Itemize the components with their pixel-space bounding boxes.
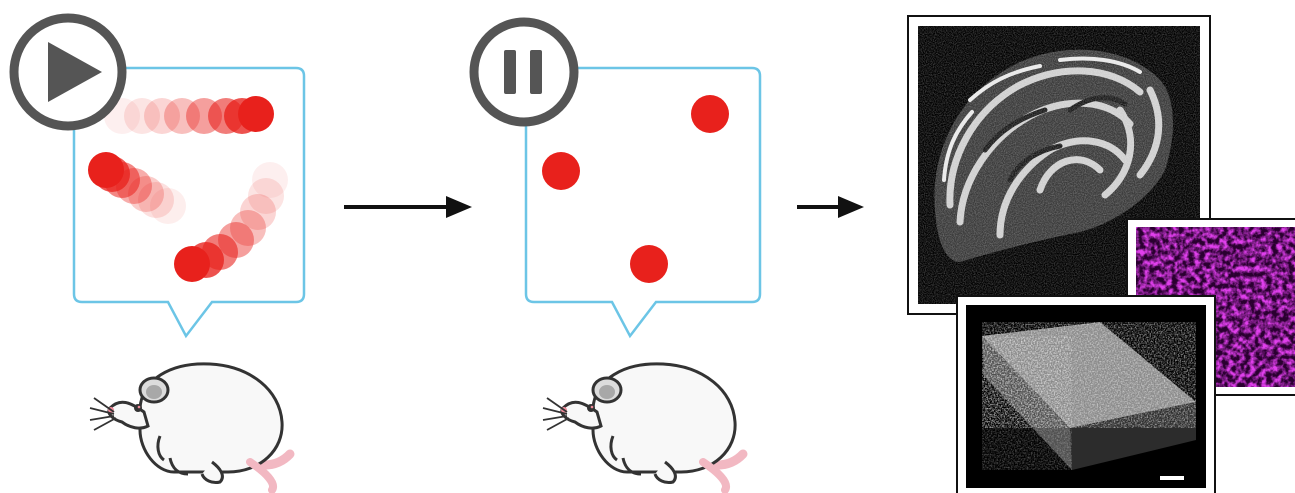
pause-icon xyxy=(469,17,579,127)
play-icon xyxy=(9,13,127,131)
motion-trail-left xyxy=(88,152,186,224)
scale-bar xyxy=(1160,476,1184,480)
arrow-right xyxy=(797,196,864,218)
trail-dot xyxy=(230,210,266,246)
panel-paused xyxy=(469,17,762,339)
trail-dot xyxy=(238,96,274,132)
trail-dot xyxy=(138,182,174,218)
trail-dot xyxy=(88,152,124,188)
trail-dot xyxy=(164,98,200,134)
panel-moving xyxy=(9,13,306,339)
trail-dot xyxy=(240,194,276,230)
motion-trail-bottom xyxy=(174,162,288,282)
cerebellum-folia xyxy=(918,26,1200,304)
trail-dot xyxy=(248,178,284,214)
motion-trail-top xyxy=(104,96,274,134)
red-dot xyxy=(542,152,580,190)
trail-dot xyxy=(144,98,180,134)
arrow-right xyxy=(344,196,472,218)
trail-dot xyxy=(150,188,186,224)
red-dot xyxy=(691,95,729,133)
microscopy-cerebellum xyxy=(907,15,1211,315)
red-dot xyxy=(630,245,668,283)
trail-dot xyxy=(124,98,160,134)
mouse-illustration xyxy=(89,362,295,493)
trail-dot xyxy=(174,246,210,282)
microscopy-3d-volume xyxy=(956,295,1216,493)
trail-dot xyxy=(252,162,288,198)
mouse-illustration xyxy=(542,362,748,493)
